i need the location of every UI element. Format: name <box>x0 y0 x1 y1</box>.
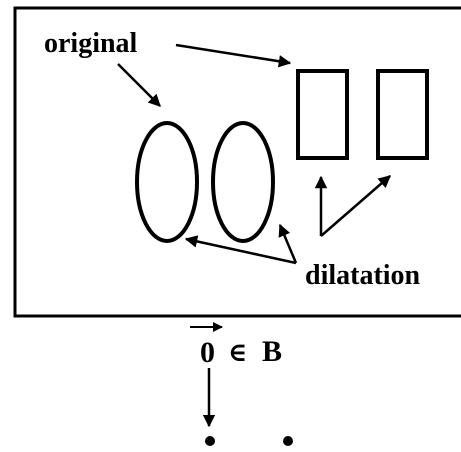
frame <box>13 6 461 318</box>
dilatation-label: dilatation <box>305 260 421 291</box>
dilated-ellipse <box>211 121 275 243</box>
arrow-original-to-ellipse <box>117 63 161 107</box>
arrow-dilatation-to-ellipse-a <box>184 235 297 265</box>
dilated-rectangle <box>376 69 429 160</box>
neighbor-point <box>283 436 293 446</box>
arrow-dilatation-to-rectangle-b <box>320 175 391 237</box>
arrow-dilatation-to-ellipse-b <box>278 223 298 264</box>
original-ellipse <box>135 121 199 243</box>
original-rectangle <box>296 69 349 160</box>
original-label: original <box>44 28 138 59</box>
membership-symbol: ∈ <box>228 338 247 367</box>
origin-point <box>205 436 215 446</box>
set-b-label: B <box>262 335 282 368</box>
arrow-original-to-rectangle <box>175 43 292 68</box>
origin-symbol: 0 <box>200 336 215 369</box>
